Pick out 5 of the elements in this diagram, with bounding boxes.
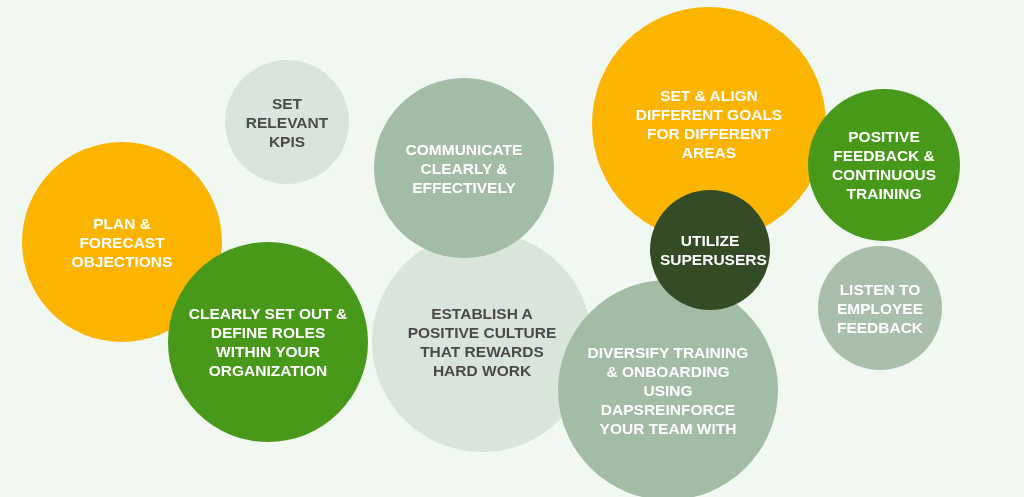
bubble: LISTEN TO EMPLOYEE FEEDBACK bbox=[818, 246, 942, 370]
bubble: POSITIVE FEEDBACK & CONTINUOUS TRAINING bbox=[808, 89, 960, 241]
bubble: DIVERSIFY TRAINING & ONBOARDING USING DAPSREINFORCE YOUR TEAM WITH bbox=[558, 280, 778, 497]
bubble: COMMUNICATE CLEARLY & EFFECTIVELY bbox=[374, 78, 554, 258]
bubble: SET RELEVANT KPIS bbox=[225, 60, 349, 184]
